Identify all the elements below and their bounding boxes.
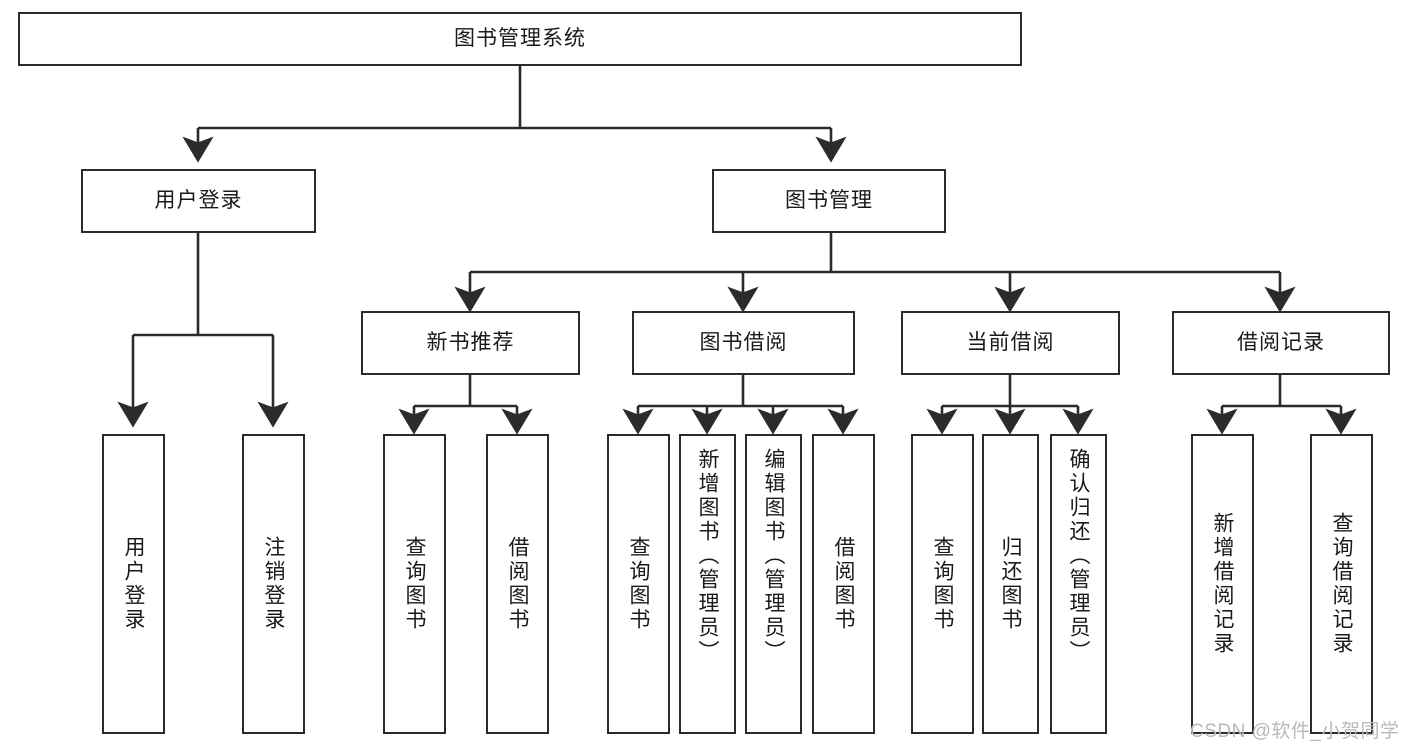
leaf-nb-query-book-label: 查询图书: [403, 536, 426, 632]
leaf-logout[interactable]: 注销登录: [242, 434, 305, 734]
leaf-bb-edit-book[interactable]: 编辑图书（管理员）: [745, 434, 802, 734]
leaf-bb-borrow-book-label: 借阅图书: [832, 536, 855, 632]
leaf-cb-query-book[interactable]: 查询图书: [911, 434, 974, 734]
leaf-bb-query-book-label: 查询图书: [627, 536, 650, 632]
node-book-management[interactable]: 图书管理: [712, 169, 946, 233]
node-borrow-record[interactable]: 借阅记录: [1172, 311, 1390, 375]
leaf-logout-label: 注销登录: [262, 536, 285, 632]
node-user-login[interactable]: 用户登录: [81, 169, 316, 233]
node-borrow-record-label: 借阅记录: [1237, 331, 1325, 355]
leaf-bb-edit-book-label: 编辑图书（管理员）: [762, 448, 785, 664]
node-book-borrow[interactable]: 图书借阅: [632, 311, 855, 375]
node-user-login-label: 用户登录: [154, 189, 243, 213]
node-current-borrow[interactable]: 当前借阅: [901, 311, 1120, 375]
node-root[interactable]: 图书管理系统: [18, 12, 1022, 66]
leaf-cb-query-book-label: 查询图书: [931, 536, 954, 632]
leaf-br-query-record[interactable]: 查询借阅记录: [1310, 434, 1373, 734]
node-book-management-label: 图书管理: [785, 189, 873, 213]
leaf-nb-borrow-book-label: 借阅图书: [506, 536, 529, 632]
leaf-br-add-record-label: 新增借阅记录: [1211, 512, 1234, 656]
leaf-user-login[interactable]: 用户登录: [102, 434, 165, 734]
node-new-book-recommend-label: 新书推荐: [426, 331, 515, 355]
node-new-book-recommend[interactable]: 新书推荐: [361, 311, 580, 375]
leaf-br-add-record[interactable]: 新增借阅记录: [1191, 434, 1254, 734]
node-book-borrow-label: 图书借阅: [699, 331, 788, 355]
leaf-cb-return-book[interactable]: 归还图书: [982, 434, 1039, 734]
leaf-bb-query-book[interactable]: 查询图书: [607, 434, 670, 734]
leaf-br-query-record-label: 查询借阅记录: [1330, 512, 1353, 656]
leaf-nb-query-book[interactable]: 查询图书: [383, 434, 446, 734]
leaf-cb-confirm-return-label: 确认归还（管理员）: [1067, 448, 1090, 664]
leaf-nb-borrow-book[interactable]: 借阅图书: [486, 434, 549, 734]
node-root-label: 图书管理系统: [454, 27, 586, 51]
leaf-bb-add-book[interactable]: 新增图书（管理员）: [679, 434, 736, 734]
node-current-borrow-label: 当前借阅: [966, 331, 1055, 355]
leaf-cb-return-book-label: 归还图书: [999, 536, 1022, 632]
leaf-bb-add-book-label: 新增图书（管理员）: [696, 448, 719, 664]
leaf-bb-borrow-book[interactable]: 借阅图书: [812, 434, 875, 734]
leaf-user-login-label: 用户登录: [122, 536, 145, 632]
leaf-cb-confirm-return[interactable]: 确认归还（管理员）: [1050, 434, 1107, 734]
